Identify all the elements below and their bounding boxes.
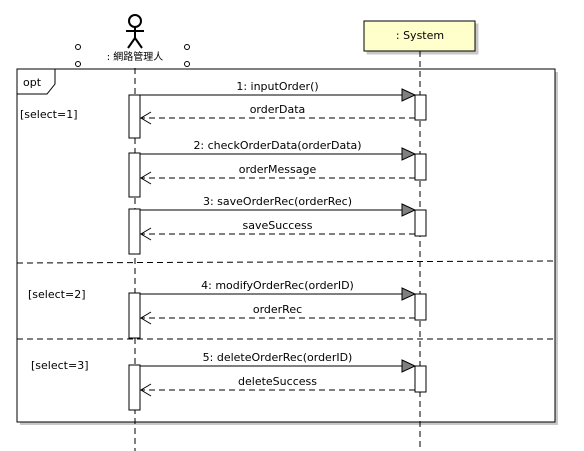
reply-arrowhead-icon xyxy=(140,311,152,325)
reply-message-label: deleteSuccess xyxy=(238,375,317,388)
call-message-label: 5: deleteOrderRec(orderID) xyxy=(203,351,353,364)
guard-select-1: [select=1] xyxy=(20,108,77,121)
selection-handle xyxy=(75,61,81,67)
system-activation-bar xyxy=(414,293,427,321)
system-name: : System xyxy=(396,29,444,42)
system-activation-bar xyxy=(414,209,427,237)
message-group: 1: inputOrder() orderData 2: checkOrderDat… xyxy=(128,80,427,411)
fragment-operator: opt xyxy=(23,76,42,89)
call-arrowhead-icon xyxy=(401,203,417,217)
call-arrowhead-icon xyxy=(401,359,417,373)
system-activation-bar xyxy=(414,94,427,121)
reply-arrowhead-icon xyxy=(140,171,152,185)
actor-activation-bar xyxy=(128,94,141,139)
call-arrowhead-icon xyxy=(401,147,417,161)
selection-handle xyxy=(184,44,190,50)
actor-activation-bar xyxy=(128,364,141,411)
fragment-operator-tab xyxy=(16,68,56,95)
system-activation-bar xyxy=(414,153,427,181)
reply-message-label: orderMessage xyxy=(239,163,317,176)
actor-activation-bar xyxy=(128,152,141,198)
call-message-label: 3: saveOrderRec(orderRec) xyxy=(203,195,352,208)
call-arrowhead-icon xyxy=(401,287,417,301)
actor-activation-bar xyxy=(128,292,141,339)
system-activation-bar xyxy=(414,365,427,393)
guard-select-2: [select=2] xyxy=(28,288,85,301)
actor: : 網路管理人 xyxy=(75,14,190,67)
selection-handle xyxy=(75,44,81,50)
actor-stick-figure-icon xyxy=(126,14,144,49)
reply-arrowhead-icon xyxy=(140,111,152,125)
reply-arrowhead-icon xyxy=(140,383,152,397)
selection-handle xyxy=(184,61,190,67)
reply-message-label: orderRec xyxy=(253,303,302,316)
guard-select-3: [select=3] xyxy=(31,359,88,372)
call-message-label: 4: modifyOrderRec(orderID) xyxy=(201,279,354,292)
reply-message-label: orderData xyxy=(250,103,306,116)
call-message-label: 1: inputOrder() xyxy=(236,80,318,93)
call-message-label: 2: checkOrderData(orderData) xyxy=(193,139,361,152)
system-lifeline-head: : System xyxy=(363,20,476,52)
actor-name: : 網路管理人 xyxy=(107,50,164,63)
opt-fragment: opt [select=1] [select=2] [select=3] xyxy=(16,68,556,423)
reply-message-label: saveSuccess xyxy=(242,219,312,232)
reply-arrowhead-icon xyxy=(140,227,152,241)
actor-activation-bar xyxy=(128,208,141,255)
call-arrowhead-icon xyxy=(401,88,417,102)
